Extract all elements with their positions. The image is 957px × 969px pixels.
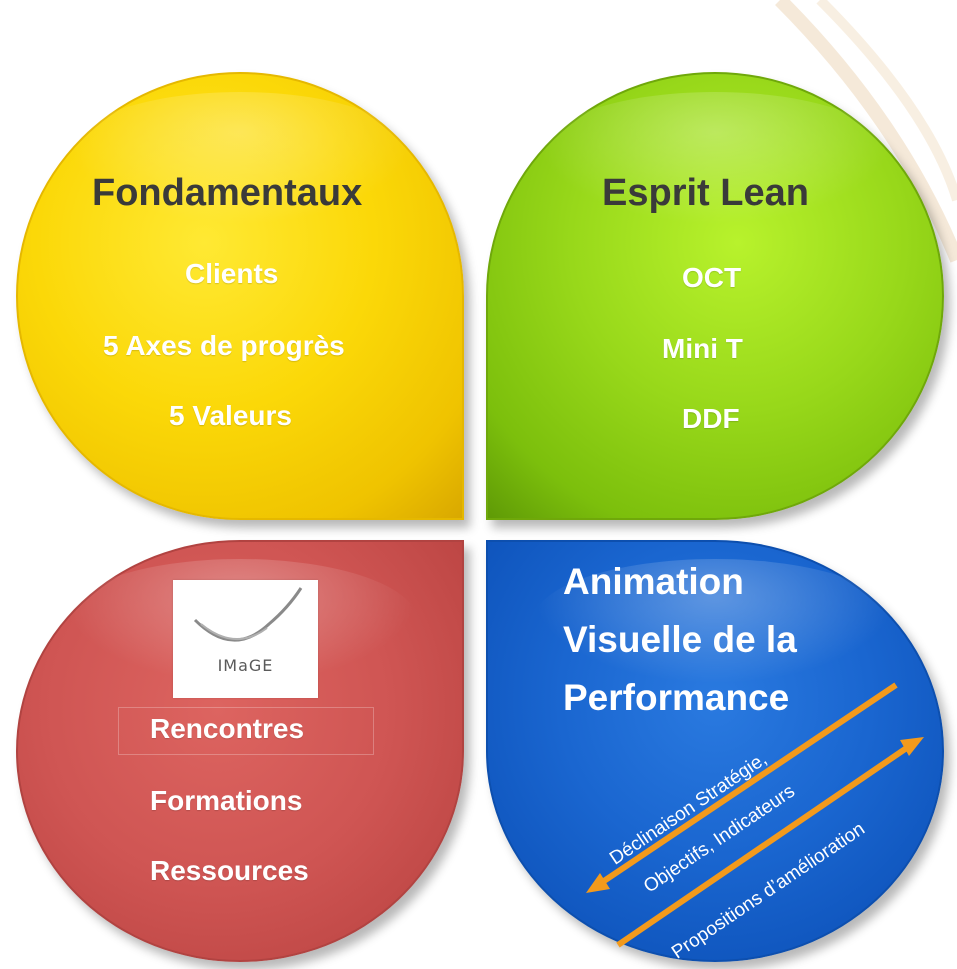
- animation-title-line-3: Performance: [563, 677, 790, 718]
- animation-title-line-2: Visuelle de la: [563, 619, 797, 660]
- petal-gloss: [62, 91, 418, 225]
- arrow-up-right: [616, 737, 924, 948]
- petal-animation: [486, 540, 944, 962]
- image-item-rencontres: Rencontres: [150, 713, 305, 744]
- esprit-lean-item-ddf: DDF: [682, 403, 740, 434]
- image-logo: IMaGE: [173, 580, 318, 698]
- fondamentaux-item-clients: Clients: [185, 258, 279, 289]
- petal-esprit-lean: [486, 72, 944, 520]
- petal-gloss: [533, 91, 897, 225]
- rencontres-frame: [118, 707, 374, 755]
- animation-title-line-1: Animation: [563, 561, 744, 602]
- logo-swoosh-icon: [193, 587, 303, 642]
- petal-fondamentaux: [16, 72, 464, 520]
- petal-gloss: [533, 558, 897, 685]
- image-item-formations: Formations: [150, 785, 303, 816]
- esprit-lean-item-mini-t: Mini T: [662, 333, 743, 364]
- image-item-ressources: Ressources: [150, 855, 309, 886]
- esprit-lean-item-oct: OCT: [682, 262, 742, 293]
- fondamentaux-item-axes: 5 Axes de progrès: [103, 330, 345, 361]
- logo-text: IMaGE: [217, 656, 274, 675]
- animation-title: Animation Visuelle de la Performance: [563, 553, 797, 727]
- esprit-lean-title: Esprit Lean: [602, 172, 809, 214]
- fondamentaux-item-valeurs: 5 Valeurs: [169, 400, 292, 431]
- arrow-down-left: [586, 682, 898, 893]
- arrows-layer: [586, 682, 924, 948]
- fondamentaux-title: Fondamentaux: [92, 172, 363, 214]
